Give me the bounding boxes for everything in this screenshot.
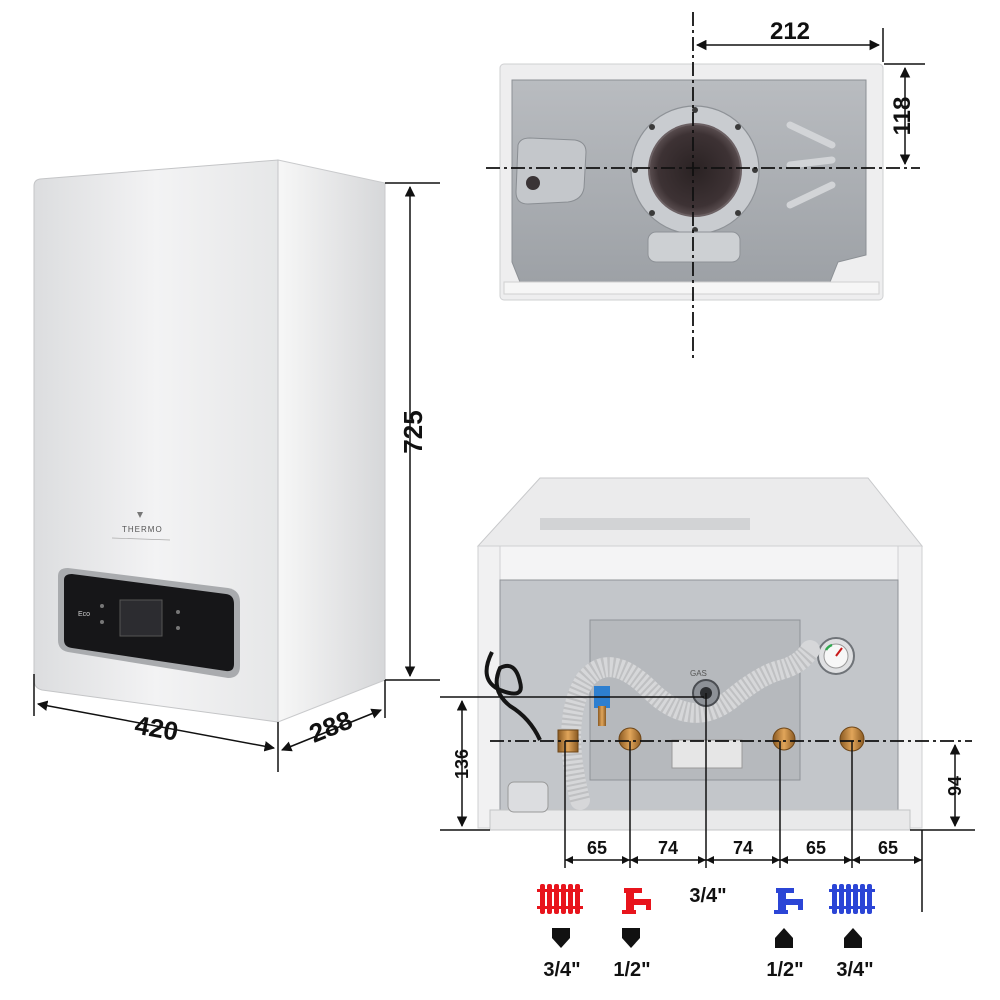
arrow-icon: [630, 856, 638, 864]
housing-top-slot: [540, 518, 750, 530]
safety-valve-stem: [598, 706, 606, 726]
brand-tagline-line: [111, 537, 171, 541]
arrow-icon: [698, 856, 706, 864]
arrow-icon: [772, 856, 780, 864]
flue-outlet: [648, 123, 742, 217]
panel-button-icon: [176, 610, 180, 614]
arrow-icon: [780, 856, 788, 864]
depth-dimension-label: 288: [305, 705, 356, 749]
condensate-outlet: [526, 176, 540, 190]
spacing-label: 74: [658, 838, 678, 858]
hot-water-tap-icon: [622, 888, 651, 914]
spacing-label: 65: [806, 838, 826, 858]
flue-depth-dimension-label: 118: [889, 97, 916, 136]
arrow-icon: [852, 856, 860, 864]
flow-out-arrow-icon: [552, 928, 570, 948]
gas-port-label: GAS: [690, 669, 707, 678]
cold-water-connector: [772, 727, 796, 751]
pressure-gauge-needle-icon: [835, 647, 843, 657]
screw-icon: [735, 210, 741, 216]
drain-hose-ribs: [561, 644, 819, 803]
bottom-view: GAS: [440, 477, 975, 912]
power-cable: [484, 651, 542, 741]
front-view: Eco THERMO 725 420 288: [33, 159, 440, 772]
flow-in-arrow-icon: [844, 928, 862, 948]
right-side-rail: [897, 545, 923, 829]
screw-icon: [649, 124, 655, 130]
housing-top-surface: [476, 477, 924, 547]
vent-slots: [786, 121, 836, 209]
hot-water-size: 1/2": [613, 959, 650, 981]
water-height-dimension-label: 94: [945, 776, 965, 796]
condensate-port: [515, 137, 587, 205]
screw-icon: [735, 124, 741, 130]
spacing-label: 65: [878, 838, 898, 858]
gas-connection-size: 3/4": [689, 885, 726, 907]
arrow-icon: [565, 856, 573, 864]
flow-out-arrow-icon: [622, 928, 640, 948]
siphon-trap: [507, 781, 549, 813]
gas-height-dimension-label: 136: [452, 749, 472, 779]
brand-name: THERMO: [122, 525, 163, 534]
boiler-side-panel: [277, 159, 386, 723]
pressure-gauge-scale-icon: [824, 643, 833, 651]
spacing-label: 74: [733, 838, 753, 858]
radiator-return-icon: [829, 884, 875, 914]
cold-water-size: 1/2": [766, 959, 803, 981]
top-front-lip: [503, 281, 880, 295]
flow-in-arrow-icon: [775, 928, 793, 948]
vent-slot: [786, 121, 836, 149]
heating-flow-size: 3/4": [543, 959, 580, 981]
screw-icon: [692, 107, 698, 113]
mounting-pad: [647, 231, 741, 263]
panel-button-icon: [176, 626, 180, 630]
vent-slot: [786, 181, 836, 209]
screw-icon: [649, 210, 655, 216]
water-connectors: [557, 726, 865, 753]
depth-dimension-line: [281, 708, 382, 752]
top-view: 212 118: [486, 12, 925, 358]
panel-button-icon: [100, 604, 104, 608]
cold-water-tap-icon: [774, 888, 803, 914]
housing-front-edge: [477, 545, 923, 581]
flue-offset-dimension-label: 212: [770, 18, 810, 45]
width-dimension-line: [36, 700, 276, 752]
bottom-front-lip: [489, 809, 911, 831]
arrow-icon: [706, 856, 714, 864]
display-text: Eco: [78, 611, 90, 618]
brand-logo: THERMO: [111, 512, 171, 541]
arrow-icon: [622, 856, 630, 864]
display-screen: [119, 599, 163, 637]
spacing-label: 65: [587, 838, 607, 858]
vent-slot: [786, 156, 836, 169]
panel-button-icon: [100, 620, 104, 624]
flue-screws: [632, 107, 758, 233]
heating-return-size: 3/4": [836, 959, 873, 981]
connection-legend: 3/4" 1/2" 1/2" 3/4": [537, 884, 875, 981]
width-dimension-label: 420: [133, 710, 181, 747]
spacing-arrows: [565, 856, 922, 864]
radiator-flow-icon: [537, 884, 583, 914]
arrow-icon: [914, 856, 922, 864]
brand-logo-icon: [137, 512, 143, 518]
rating-label: [671, 739, 743, 769]
arrow-icon: [844, 856, 852, 864]
height-dimension-label: 725: [398, 410, 428, 453]
